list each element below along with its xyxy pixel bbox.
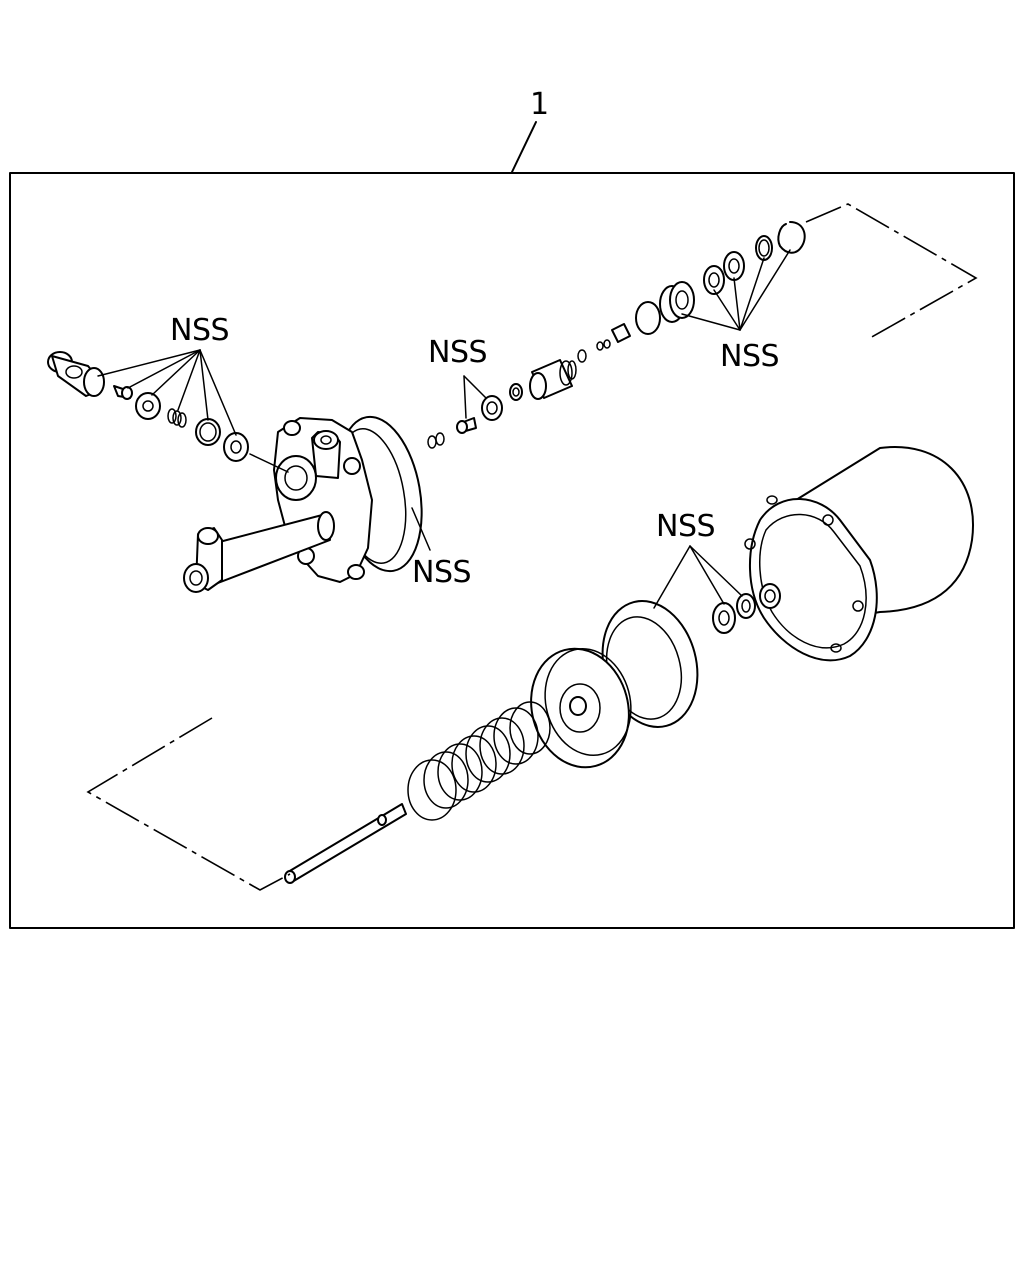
assembly-line-lower: [86, 717, 291, 891]
kit-frame: [9, 172, 1015, 929]
nss-label-lower: NSS: [656, 509, 715, 544]
canister: [744, 446, 974, 662]
small-spring-a: [167, 408, 187, 428]
snap-ring-small: [427, 432, 445, 449]
piston-sleeve: [529, 359, 577, 400]
nss-leaders-center: [463, 375, 487, 419]
bushing: [712, 602, 736, 634]
nss-label-fittings: NSS: [170, 313, 229, 348]
push-rod: [284, 803, 407, 884]
washer-b: [223, 432, 249, 462]
callout-number: 1: [530, 87, 549, 122]
seal-ring-b: [723, 251, 745, 281]
o-ring-large: [635, 301, 661, 335]
small-parts-center: [577, 323, 631, 363]
bearing-ring: [481, 395, 503, 421]
nss-leaders-fittings: [97, 349, 237, 436]
o-ring-a: [195, 418, 221, 446]
small-valve-pin: [113, 385, 133, 400]
callout-leader: [511, 121, 537, 173]
seal-ring-a: [703, 265, 725, 295]
nss-leaders-seals: [681, 249, 791, 331]
circlip: [777, 221, 806, 254]
fitting-elbow: [47, 351, 105, 397]
nss-label-seals: NSS: [720, 339, 779, 374]
nss-leaders-lower: [653, 545, 743, 609]
washer-b-leader: [249, 453, 289, 473]
nss-label-housing: NSS: [412, 555, 471, 590]
seal-small-canister: [736, 593, 756, 619]
spacer-ring: [509, 383, 523, 401]
assembly-line-upper: [805, 203, 978, 339]
washer-a: [135, 392, 161, 420]
nss-label-center: NSS: [428, 335, 487, 370]
washer-thin: [755, 235, 773, 261]
bolt: [456, 417, 477, 434]
valve-housing: [183, 415, 423, 593]
cup-seal: [659, 281, 695, 323]
piston-plate: [530, 647, 632, 769]
nss-leader-housing: [411, 507, 431, 551]
return-spring: [407, 701, 551, 821]
